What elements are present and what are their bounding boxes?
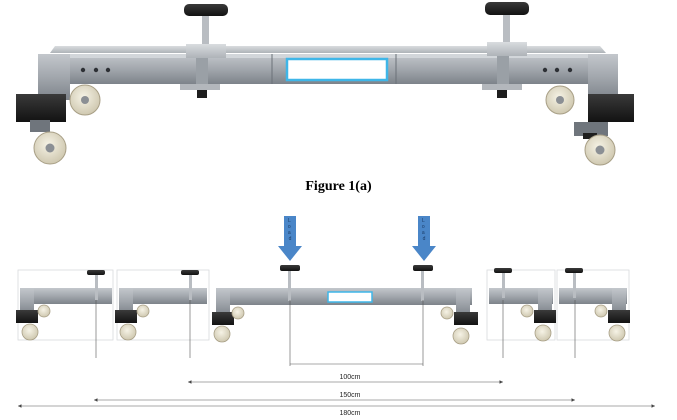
left-leg	[38, 54, 70, 100]
right-end-cap	[588, 94, 634, 122]
highlighted-plate	[285, 57, 389, 82]
right-rear-wheel	[545, 85, 575, 115]
left-screw-jack	[180, 4, 228, 98]
load-arrow-right: L o a d	[412, 216, 436, 261]
right-screw-jack	[482, 2, 529, 98]
left-end-cap	[16, 94, 66, 122]
segment-left-end	[16, 270, 112, 341]
dolly-photo	[16, 2, 634, 166]
segment-right-end	[559, 268, 630, 342]
figure-caption: Figure 1(a)	[305, 179, 372, 194]
segment-full-dolly	[212, 265, 478, 345]
dim-label-100: 100cm	[339, 374, 360, 381]
dimension-lines	[18, 380, 655, 408]
segment-right-inner	[489, 268, 556, 342]
segment-frames	[17, 269, 630, 341]
left-rear-wheel	[69, 84, 101, 116]
beam-holes	[80, 67, 573, 73]
front-beam-top-edge	[38, 54, 616, 58]
load-label-right: L o a d	[422, 218, 426, 242]
load-label-left: L o a d	[288, 218, 292, 242]
dim-label-180: 180cm	[339, 410, 360, 417]
reference-lines	[95, 300, 576, 366]
exploded-diagram: L o a d L o a d 100cm 150cm 180cm	[16, 216, 655, 417]
load-arrow-left: L o a d	[278, 216, 302, 261]
segment-left-inner	[115, 270, 207, 341]
right-leg	[588, 54, 618, 100]
diagram-highlighted-plate	[327, 291, 373, 303]
dim-label-150: 150cm	[339, 392, 360, 399]
left-front-caster	[30, 120, 67, 165]
right-front-caster	[574, 122, 616, 166]
